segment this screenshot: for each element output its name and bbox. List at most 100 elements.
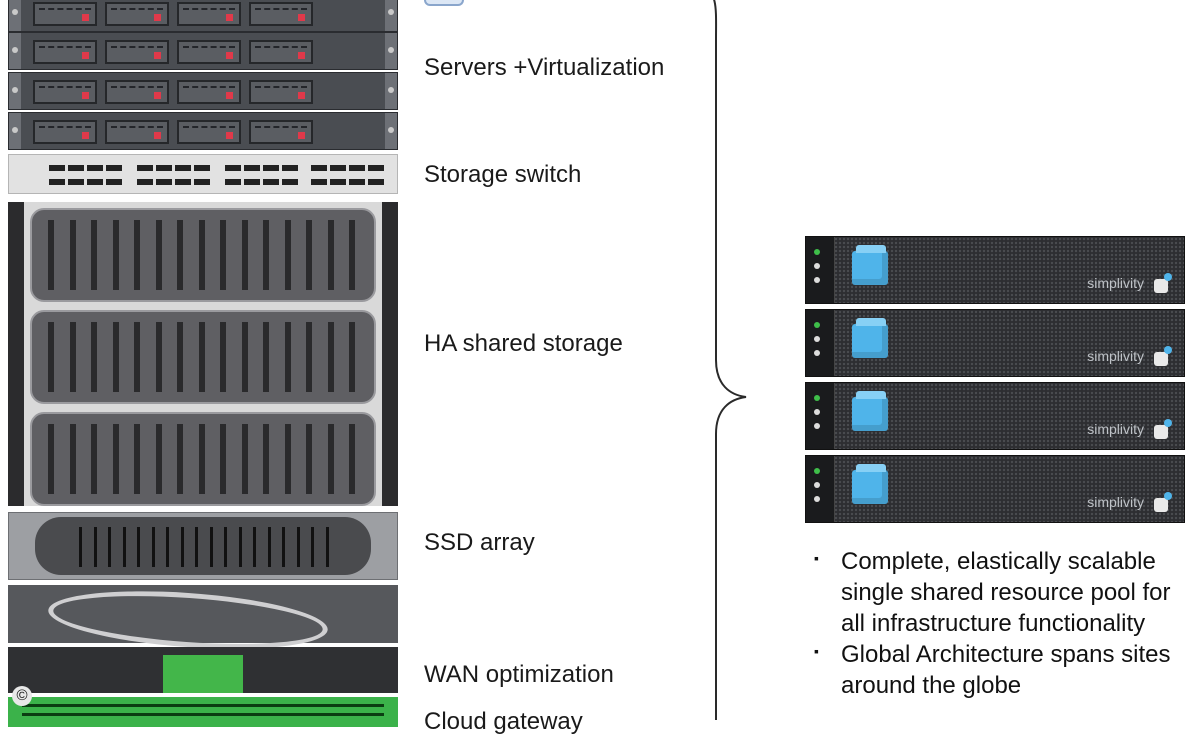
disk-drawer xyxy=(30,310,376,404)
status-led xyxy=(298,52,305,59)
switch-port xyxy=(49,165,65,171)
switch-port xyxy=(263,179,279,185)
gray-appliance-unit xyxy=(8,583,398,657)
rack-ear xyxy=(385,0,397,31)
label-cloud-gateway: Cloud gateway xyxy=(424,708,583,735)
status-led xyxy=(226,52,233,59)
status-led xyxy=(298,132,305,139)
switch-port xyxy=(156,165,172,171)
rack-ear xyxy=(9,0,21,31)
status-led xyxy=(82,92,89,99)
ssd-slot xyxy=(282,527,285,567)
indicator-light xyxy=(814,322,820,328)
switch-port xyxy=(156,179,172,185)
switch-port xyxy=(68,165,84,171)
disk-drawer xyxy=(30,208,376,302)
cube-logo-icon xyxy=(852,245,888,285)
drive-bay xyxy=(249,40,313,64)
appliance-control-panel xyxy=(806,383,835,449)
indicator-light xyxy=(814,249,820,255)
rack-ear xyxy=(9,73,21,109)
drive-bay xyxy=(33,120,97,144)
status-led xyxy=(82,132,89,139)
bullet-text: Global Architecture spans sites around t… xyxy=(841,641,1171,699)
drive-bay xyxy=(33,40,97,64)
indicator-light xyxy=(814,277,820,283)
drive-bay xyxy=(249,120,313,144)
ssd-slot xyxy=(180,527,184,567)
appliance-control-panel xyxy=(806,237,835,303)
ssd-slot xyxy=(79,527,82,567)
bullet-icon: ▪ xyxy=(814,643,819,659)
indicator-light xyxy=(814,468,820,474)
switch-port xyxy=(349,165,365,171)
switch-port xyxy=(175,179,191,185)
indicator-light xyxy=(814,496,820,502)
ssd-slot xyxy=(209,527,213,567)
ssd-slot xyxy=(238,527,242,567)
feature-bullet-list: ▪Complete, elastically scalable single s… xyxy=(812,546,1198,701)
switch-port xyxy=(106,165,122,171)
switch-port xyxy=(175,165,191,171)
switch-port xyxy=(87,179,103,185)
server-unit xyxy=(8,72,398,110)
ssd-slot xyxy=(296,527,300,567)
indicator-light xyxy=(814,395,820,401)
drive-bay xyxy=(249,80,313,104)
drive-bay xyxy=(177,2,241,26)
switch-port xyxy=(106,179,122,185)
simplivity-appliance: simplivity xyxy=(805,309,1185,377)
switch-port xyxy=(368,179,384,185)
brand-wordmark: simplivity xyxy=(1087,348,1144,364)
status-led xyxy=(154,52,161,59)
ssd-array-unit xyxy=(8,512,398,580)
status-led xyxy=(298,92,305,99)
label-ssd-array: SSD array xyxy=(424,529,535,556)
wan-optimization-unit xyxy=(8,647,398,693)
switch-port xyxy=(87,165,103,171)
bullet-icon: ▪ xyxy=(814,550,819,566)
switch-port xyxy=(330,179,346,185)
server-unit xyxy=(8,112,398,150)
brand-wordmark: simplivity xyxy=(1087,275,1144,291)
bullet-item: ▪ Global Architecture spans sites around … xyxy=(812,639,1198,701)
storage-switch-unit xyxy=(8,154,398,194)
status-led xyxy=(298,14,305,21)
switch-port xyxy=(368,165,384,171)
label-storage-switch: Storage switch xyxy=(424,161,582,188)
rack-ear xyxy=(385,33,397,69)
switch-port xyxy=(311,179,327,185)
switch-port xyxy=(244,165,260,171)
brand-wordmark: simplivity xyxy=(1087,494,1144,510)
brand-wordmark: simplivity xyxy=(1087,421,1144,437)
rack-ear xyxy=(385,73,397,109)
label-servers-virtualization: Servers +Virtualization xyxy=(424,54,665,81)
drive-bay xyxy=(177,80,241,104)
indicator-light xyxy=(814,263,820,269)
switch-port xyxy=(68,179,84,185)
curly-brace xyxy=(713,0,747,720)
switch-port xyxy=(263,165,279,171)
rack-ear xyxy=(385,113,397,149)
brand-logo-icon xyxy=(1154,419,1172,439)
status-led xyxy=(154,132,161,139)
cube-logo-icon xyxy=(852,318,888,358)
simplivity-appliance: simplivity xyxy=(805,382,1185,450)
cropped-icon xyxy=(424,0,464,6)
ssd-slot xyxy=(195,527,198,567)
ssd-slot xyxy=(311,527,314,567)
appliance-control-panel xyxy=(806,310,835,376)
status-led xyxy=(154,92,161,99)
drive-bay xyxy=(177,40,241,64)
indicator-light xyxy=(814,423,820,429)
ssd-slot xyxy=(122,527,126,567)
rack-ear xyxy=(9,33,21,69)
drive-bay xyxy=(33,2,97,26)
drive-bay xyxy=(105,120,169,144)
brand-logo-icon xyxy=(1154,273,1172,293)
switch-port xyxy=(282,165,298,171)
cube-logo-icon xyxy=(852,391,888,431)
ssd-slot xyxy=(166,527,169,567)
ssd-slot xyxy=(325,527,329,567)
ssd-slot xyxy=(267,527,271,567)
